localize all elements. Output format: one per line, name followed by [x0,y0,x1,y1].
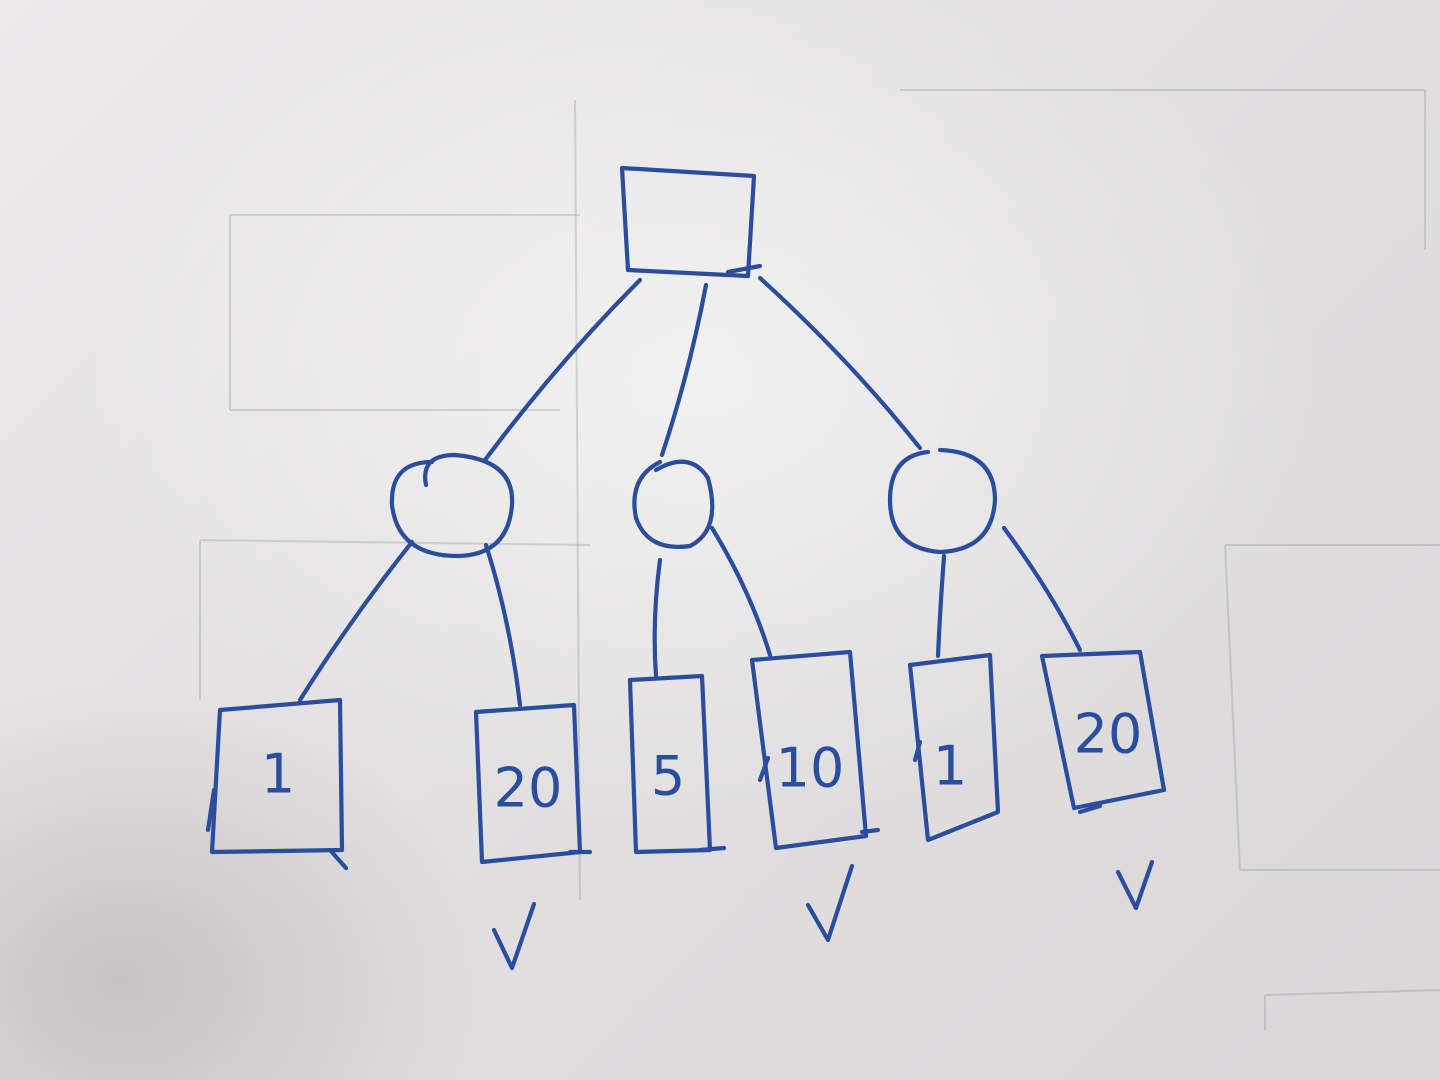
root-node [619,165,763,279]
check-mark-leaf-6 [1115,859,1155,911]
leaf-6: 20 [1039,649,1167,815]
leaf-edges [297,525,1083,708]
root-edges [482,275,923,463]
leaf-5: 1 [907,652,1001,843]
leaf-5-label: 1 [933,735,967,798]
leaf-1-label: 1 [261,743,295,806]
internal-node-3 [887,447,998,555]
leaf-2-label: 20 [494,757,563,820]
leaf-4-label: 10 [776,737,845,800]
check-marks [491,859,1155,971]
leaf-3-label: 5 [651,745,685,808]
ghost-impressions [199,89,1440,1030]
leaf-6-label: 20 [1074,703,1143,766]
internal-node-1 [389,452,515,559]
leaf-1: 1 [205,697,349,871]
leaf-4: 10 [749,649,881,851]
internal-node-2 [632,459,715,549]
leaf-2: 20 [473,702,593,865]
leaf-3: 5 [627,673,727,855]
check-mark-leaf-4 [805,863,855,943]
check-mark-leaf-2 [491,901,537,971]
